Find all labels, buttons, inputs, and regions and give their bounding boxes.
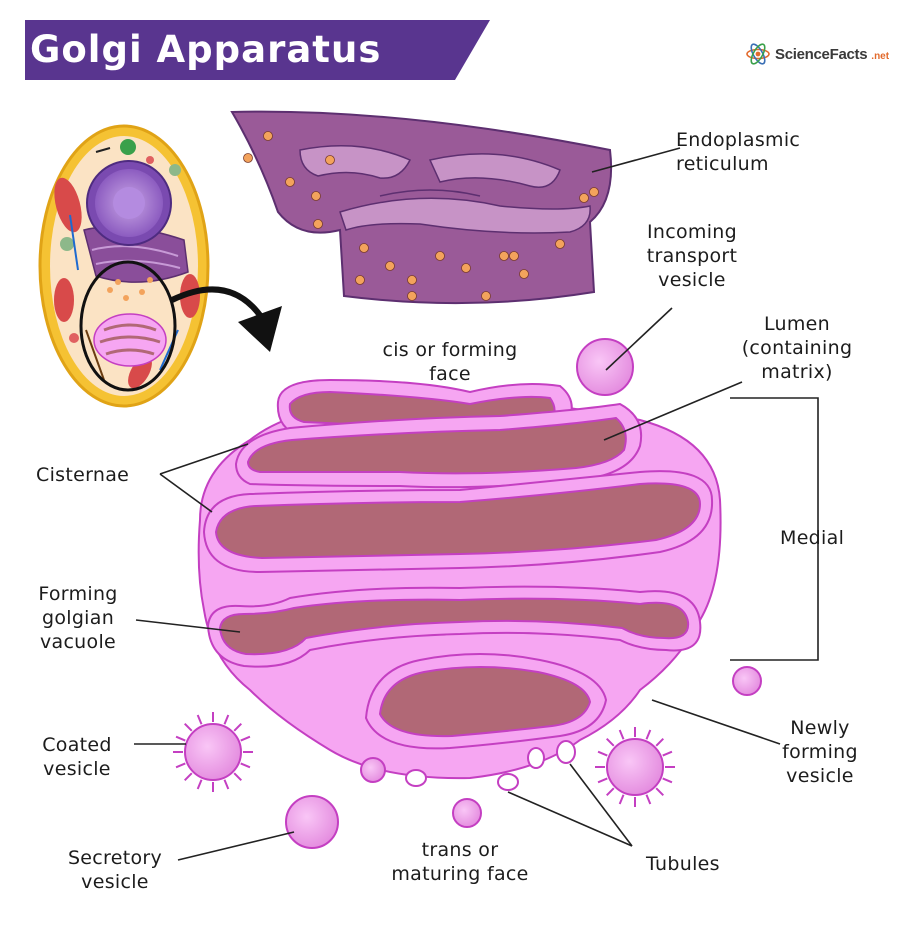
vesicle-coat-spike xyxy=(196,714,203,725)
title-banner xyxy=(25,20,490,80)
label-incoming-transport-vesicle: Incoming transport vesicle xyxy=(646,221,738,291)
vesicle-coat-spike xyxy=(175,735,186,742)
vesicle-coat-spike xyxy=(223,714,230,725)
brand-logo: ScienceFacts .net xyxy=(745,40,889,68)
label-cisternae: Cisternae xyxy=(36,464,130,486)
vesicle-coat-spike xyxy=(240,762,251,769)
atom-icon xyxy=(746,43,770,65)
coated-vesicle xyxy=(184,723,242,781)
label-trans-face: trans or maturing face xyxy=(391,839,529,885)
vesicle-coat-spike xyxy=(606,738,615,747)
golgi-body xyxy=(197,378,722,791)
endoplasmic-reticulum xyxy=(230,110,613,305)
small-vesicle xyxy=(452,798,482,828)
medial-bracket xyxy=(730,397,819,661)
vesicle-coat-spike xyxy=(662,750,673,757)
vesicle-coat-spike xyxy=(184,723,193,732)
vesicle-coat-spike xyxy=(645,729,652,740)
leader-lines xyxy=(134,147,781,861)
vesicle-coat-spike xyxy=(196,779,203,790)
brand-tld: .net xyxy=(871,51,890,62)
vesicle-coat-spike xyxy=(233,723,242,732)
label-lumen: Lumen (containing matrix) xyxy=(741,313,853,383)
vesicle-coat-spike xyxy=(606,787,615,796)
label-cis-face: cis or forming face xyxy=(382,339,518,385)
vesicles xyxy=(184,338,762,849)
vesicle-coat-spike xyxy=(233,772,242,781)
vesicle-coat-spike xyxy=(655,738,664,747)
label-secretory-vesicle: Secretory vesicle xyxy=(67,847,163,893)
vesicle-coat-spike xyxy=(662,777,673,784)
incoming-transport-vesicle xyxy=(576,338,634,396)
label-coated-vesicle: Coated vesicle xyxy=(42,734,112,780)
newly-forming-vesicle xyxy=(732,666,762,696)
vesicle-coat-spike xyxy=(618,729,625,740)
small-vesicle xyxy=(360,757,386,783)
vesicle-coat-spike xyxy=(240,735,251,742)
label-endoplasmic-reticulum: Endoplasmic reticulum xyxy=(676,129,801,175)
vesicle-coat-spike xyxy=(223,779,230,790)
label-medial: Medial xyxy=(780,527,845,549)
vesicle-coat-spike xyxy=(645,794,652,805)
coated-vesicle-spikes xyxy=(173,712,675,807)
label-tubules: Tubules xyxy=(646,853,720,875)
vesicle-coat-spike xyxy=(597,777,608,784)
page-title: Golgi Apparatus xyxy=(30,28,382,71)
label-newly-forming-vesicle: Newly forming vesicle xyxy=(782,717,858,787)
label-forming-golgian-vacuole: Forming golgian vacuole xyxy=(38,583,118,653)
vesicle-coat-spike xyxy=(597,750,608,757)
secretory-vesicle xyxy=(285,795,339,849)
coated-vesicle xyxy=(606,738,664,796)
vesicle-coat-spike xyxy=(184,772,193,781)
vesicle-coat-spike xyxy=(655,787,664,796)
cell-inset xyxy=(38,124,282,408)
vesicle-coat-spike xyxy=(175,762,186,769)
vesicle-coat-spike xyxy=(618,794,625,805)
brand-name: ScienceFacts xyxy=(775,45,868,63)
